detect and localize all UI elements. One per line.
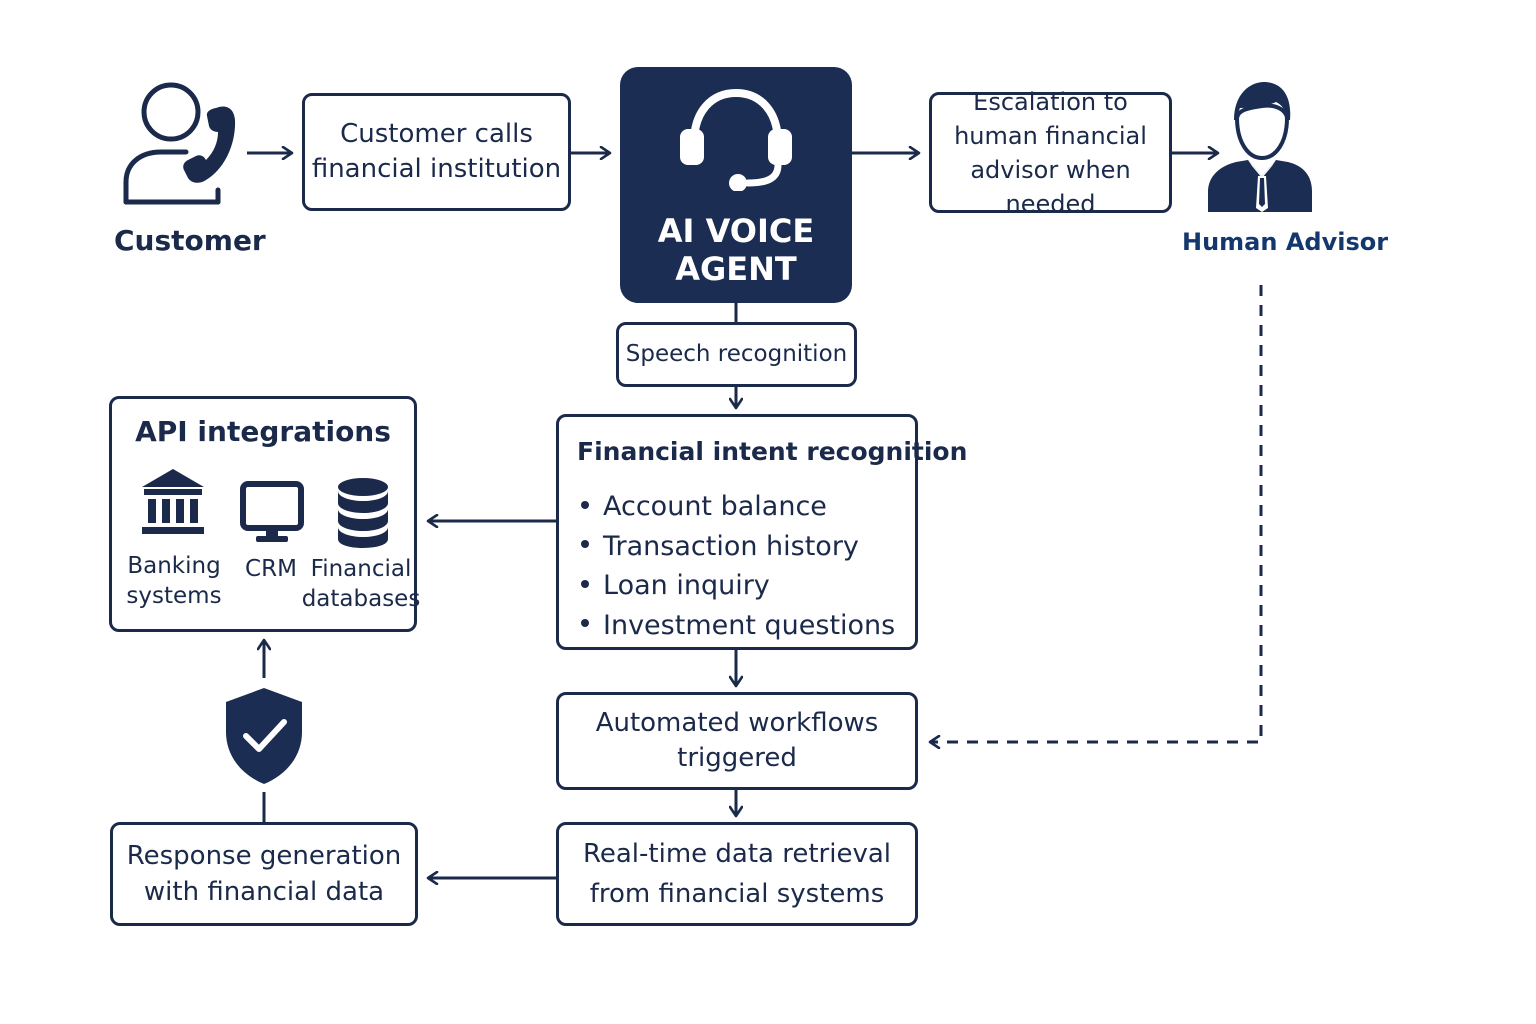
intent-item: Investment questions [581, 606, 895, 646]
api-item-databases-label: Financial databases [301, 556, 421, 612]
bank-icon [140, 467, 206, 539]
advisor-label: Human Advisor [1182, 228, 1389, 256]
intent-item: Loan inquiry [581, 566, 895, 606]
automated-workflows-text: Automated workflows triggered [595, 707, 879, 773]
database-icon [336, 477, 390, 549]
escalation-text: Escalation to human financial advisor wh… [954, 87, 1147, 218]
customer-calls-box: Customer calls financial institution [302, 93, 571, 211]
escalation-box: Escalation to human financial advisor wh… [929, 88, 1172, 218]
bullet-icon [581, 619, 589, 627]
speech-recognition-box: Speech recognition [616, 322, 857, 387]
api-item-banking-label: Banking systems [126, 553, 222, 609]
data-retrieval-text: Real-time data retrieval from financial … [582, 839, 892, 909]
intent-recognition-box: Financial intent recognition Account bal… [556, 414, 967, 650]
monitor-icon [240, 481, 304, 545]
intent-list: Account balance Transaction history Loan… [581, 487, 895, 645]
intent-title: Financial intent recognition [577, 437, 968, 466]
response-generation-box: Response generation with financial data [110, 822, 418, 926]
intent-item: Account balance [581, 487, 895, 527]
speech-recognition-text: Speech recognition [625, 340, 848, 367]
data-retrieval-box: Real-time data retrieval from financial … [556, 822, 918, 926]
automated-workflows-box: Automated workflows triggered [556, 692, 918, 790]
intent-item: Transaction history [581, 527, 895, 567]
headset-icon [678, 87, 794, 192]
ai-voice-agent-box: AI VOICE AGENT [620, 67, 852, 303]
bullet-icon [581, 540, 589, 548]
ai-voice-agent-title: AI VOICE AGENT [657, 212, 815, 288]
api-title: API integrations [135, 415, 391, 448]
api-integrations-box: API integrations Banking systems CRM Fin… [109, 396, 420, 632]
bullet-icon [581, 500, 589, 509]
shield-check-icon [224, 686, 304, 786]
advisor-person-icon [1206, 80, 1314, 214]
customer-calls-text: Customer calls financial institution [311, 118, 562, 184]
api-item-crm-label: CRM [245, 556, 297, 582]
customer-phone-icon [116, 82, 242, 208]
response-generation-text: Response generation with financial data [126, 841, 402, 907]
dashed-advisor-to-workflows [930, 285, 1263, 742]
customer-label: Customer [114, 224, 266, 257]
bullet-icon [581, 579, 589, 588]
